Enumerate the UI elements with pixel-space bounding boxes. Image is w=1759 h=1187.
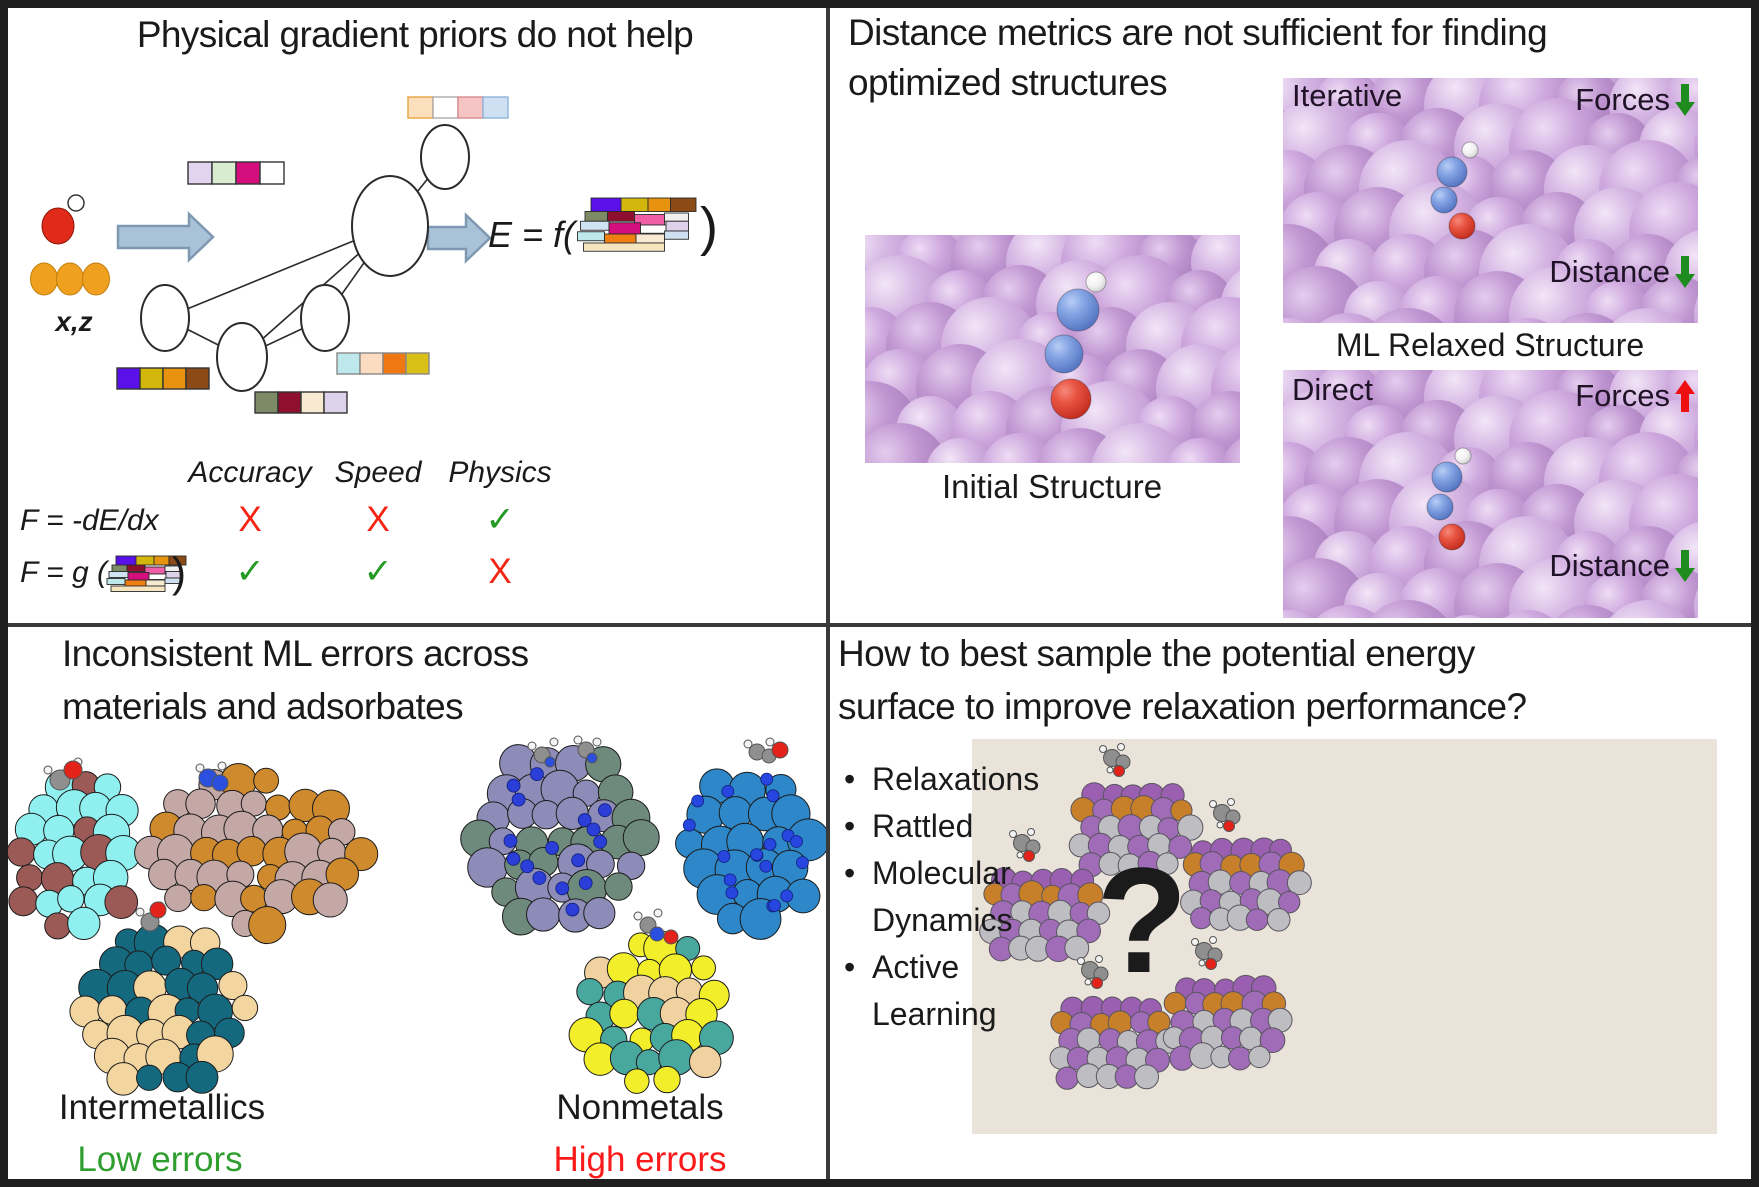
down-arrow-icon <box>1675 256 1695 288</box>
panel-title-distance-metrics-line2: optimized structures <box>848 62 1168 103</box>
annotation-text: Forces <box>1575 378 1670 413</box>
iterative-distance-annotation: Distance <box>1549 254 1695 290</box>
panel-title-sampling-line1: How to best sample the potential energy <box>838 633 1475 674</box>
table-mark: ✓ <box>485 500 515 539</box>
table-header-physics: Physics <box>448 456 552 489</box>
nonmetals-label: Nonmetals <box>556 1088 724 1127</box>
panel-title-distance-metrics-line1: Distance metrics are not sufficient for … <box>848 12 1548 53</box>
low-errors-label: Low errors <box>77 1140 243 1179</box>
bullet-dot: • <box>844 855 856 891</box>
table-row-label-direct-force: F = g ( <box>20 556 107 589</box>
annotation-text: Distance <box>1549 548 1670 583</box>
high-errors-label: High errors <box>553 1140 727 1179</box>
panel-title-sampling-line2: surface to improve relaxation performanc… <box>838 686 1527 727</box>
bullet-dot: • <box>844 808 856 844</box>
question-mark: ? <box>1096 836 1188 1004</box>
table-mark: ✓ <box>235 552 265 591</box>
iterative-label: Iterative <box>1292 78 1403 113</box>
annotation-text: Distance <box>1549 254 1670 289</box>
table-row-label-gradient-force: F = -dE/dx <box>20 504 159 537</box>
list-item-molecular-dynamics: •Molecular Dynamics <box>842 850 1080 944</box>
energy-formula-close-paren: ) <box>700 197 718 257</box>
table-mark: X <box>238 500 262 539</box>
ml-relaxed-structure-caption: ML Relaxed Structure <box>1335 327 1645 363</box>
list-item-active-learning: •Active Learning <box>842 944 1080 1038</box>
iterative-forces-annotation: Forces <box>1575 82 1695 118</box>
intermetallics-label: Intermetallics <box>58 1088 266 1127</box>
panel-title-gradient-priors: Physical gradient priors do not help <box>136 14 694 55</box>
sampling-strategies-list: •Relaxations •Rattled •Molecular Dynamic… <box>842 756 1080 1038</box>
direct-distance-annotation: Distance <box>1549 548 1695 584</box>
table-mark: X <box>488 552 512 591</box>
energy-formula-label: E = f( <box>488 214 576 255</box>
bullet-dot: • <box>844 761 856 797</box>
up-arrow-icon <box>1675 380 1695 412</box>
direct-force-close-paren: ) <box>172 549 186 596</box>
down-arrow-icon <box>1675 84 1695 116</box>
direct-label: Direct <box>1292 372 1373 407</box>
bullet-dot: • <box>844 949 856 985</box>
direct-forces-annotation: Forces <box>1575 378 1695 414</box>
initial-structure-caption: Initial Structure <box>941 468 1163 505</box>
down-arrow-icon <box>1675 550 1695 582</box>
list-item-relaxations: •Relaxations <box>842 756 1080 803</box>
table-header-speed: Speed <box>334 456 422 489</box>
table-header-accuracy: Accuracy <box>188 456 312 489</box>
annotation-text: Forces <box>1575 82 1670 117</box>
vertical-panel-divider <box>826 0 830 1187</box>
list-item-rattled: •Rattled <box>842 803 1080 850</box>
input-coordinates-label: x,z <box>55 306 93 337</box>
panel-title-ml-errors-line1: Inconsistent ML errors across <box>62 633 529 674</box>
panel-title-ml-errors-line2: materials and adsorbates <box>62 686 464 727</box>
table-mark: X <box>366 500 390 539</box>
table-mark: ✓ <box>363 552 393 591</box>
horizontal-panel-divider <box>0 623 1759 627</box>
